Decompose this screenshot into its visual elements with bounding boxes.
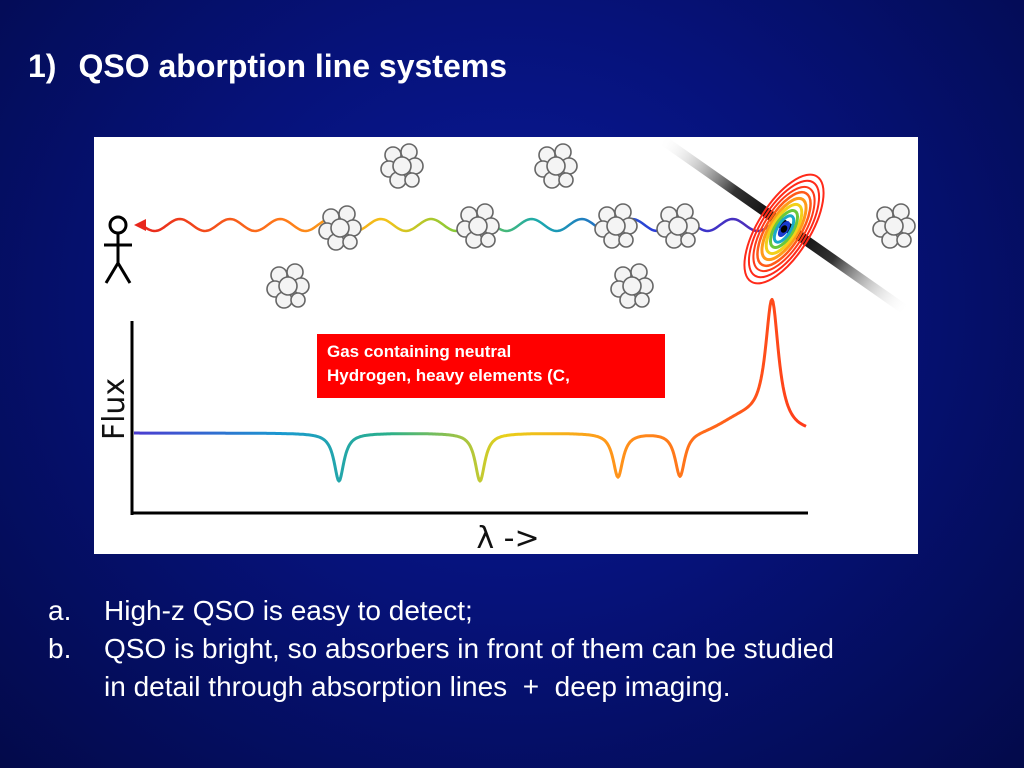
diagram-canvas: Flux λ -> (97, 137, 916, 554)
bullet-text: High-z QSO is easy to detect; (104, 595, 473, 626)
gas-cloud-icon (872, 203, 916, 249)
slide-number: 1) (28, 48, 57, 84)
spectrum-curve (133, 297, 807, 483)
bullet-text: QSO is bright, so absorbers in front of … (104, 633, 834, 664)
arrow-head-icon (134, 219, 146, 231)
spectrum-axes (130, 321, 808, 515)
bullet-continuation: in detail through absorption lines + dee… (104, 671, 731, 702)
gas-callout: Gas containing neutral Hydrogen, heavy e… (317, 334, 665, 398)
bullet-item: a. High-z QSO is easy to detect; (40, 592, 834, 630)
bullet-list: a. High-z QSO is easy to detect; b. QSO … (40, 592, 834, 706)
callout-line-2: Hydrogen, heavy elements (C, (327, 366, 570, 385)
gas-cloud-icon (656, 203, 700, 249)
quasar-disk-jet-icon (660, 137, 908, 314)
gas-cloud-icon (534, 143, 578, 189)
gas-cloud-icon (318, 205, 362, 251)
gas-cloud-icon (266, 263, 310, 309)
callout-line-1: Gas containing neutral (327, 342, 512, 361)
bullet-marker: a. (48, 595, 72, 626)
gas-cloud-icon (456, 203, 500, 249)
slide-title: 1) QSO aborption line systems (28, 48, 507, 85)
bullet-item: b. QSO is bright, so absorbers in front … (40, 630, 834, 668)
absorption-diagram: Flux λ -> Gas containing neutral Hydroge… (94, 137, 918, 554)
slide-title-text: QSO aborption line systems (78, 48, 507, 84)
gas-cloud-icon (380, 143, 424, 189)
axis-x-label: λ -> (476, 521, 539, 554)
gas-cloud-icon (594, 203, 638, 249)
axis-y-label: Flux (97, 378, 132, 440)
bullet-marker: b. (48, 633, 72, 664)
gas-cloud-icon (610, 263, 654, 309)
observer-stick-figure-icon (104, 215, 132, 284)
